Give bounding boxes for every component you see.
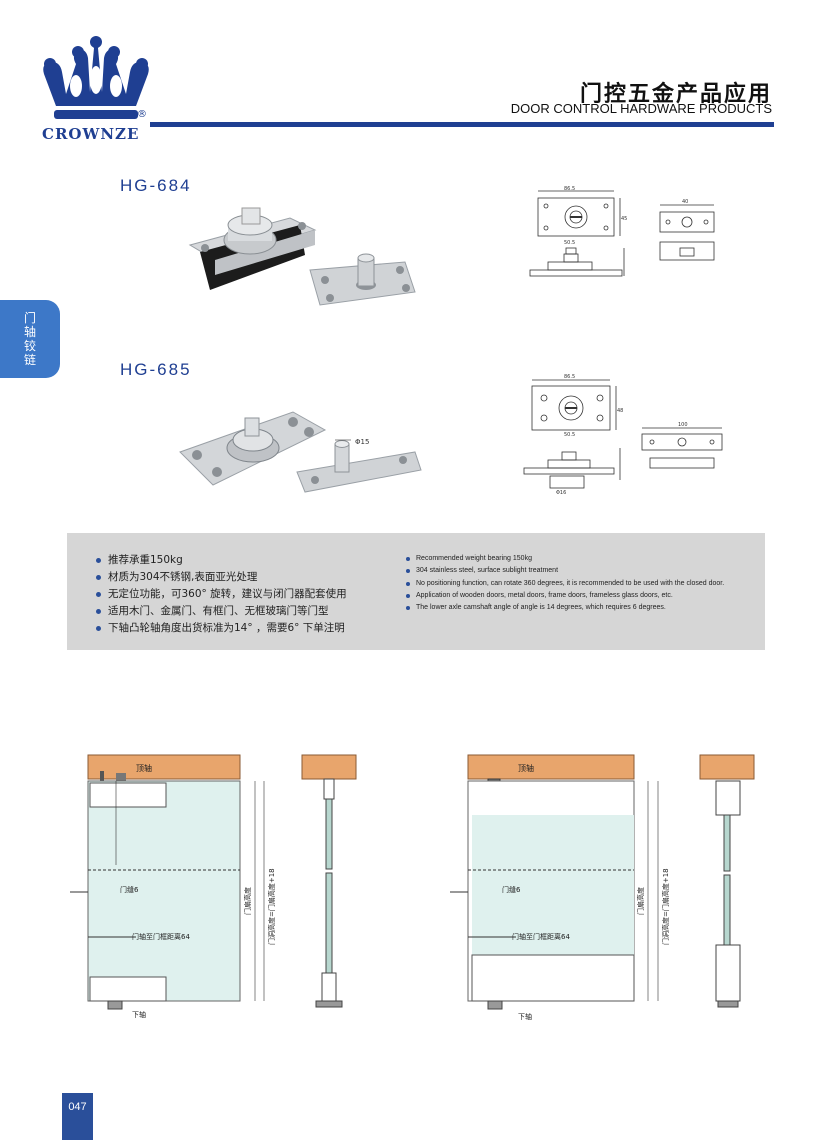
- page-title-en: DOOR CONTROL HARDWARE PRODUCTS: [510, 101, 772, 116]
- brand-name: CROWNZE: [42, 125, 140, 143]
- model-label-hg684: HG-684: [120, 176, 192, 195]
- dim-hg685-base: Φ16: [556, 490, 566, 496]
- label-door-gap-right: 门缝6: [502, 885, 521, 894]
- label-bottom-axis-right: 下轴: [518, 1012, 532, 1021]
- dim-hg685-pin: Φ15: [355, 438, 369, 446]
- dim-hg684-side: 45: [621, 216, 627, 222]
- spec-en-item: Recommended weight bearing 150kg: [404, 553, 724, 565]
- category-tab[interactable]: 门轴铰链: [0, 300, 60, 378]
- spec-cn-item: 材质为304不锈钢,表面亚光处理: [94, 569, 347, 586]
- spec-en-item: Application of wooden doors, metal doors…: [404, 590, 724, 602]
- spec-list-en: Recommended weight bearing 150kg 304 sta…: [404, 553, 724, 614]
- label-bottom-axis-left: 下轴: [132, 1010, 146, 1019]
- product-photo-hg685: Φ15: [175, 400, 435, 499]
- product-photo-hg684: [180, 200, 420, 329]
- spec-list-cn: 推荐承重150kg 材质为304不锈钢,表面亚光处理 无定位功能，可360° 旋…: [94, 552, 347, 637]
- label-opening-height-right: 门洞高度=门扇高度+18: [661, 868, 670, 945]
- spec-en-item: No positioning function, can rotate 360 …: [404, 578, 724, 590]
- header-divider: [150, 122, 774, 127]
- crown-logo: [36, 34, 156, 144]
- spec-cn-item: 下轴凸轮轴角度出货标准为14° ，需要6° 下单注明: [94, 620, 347, 637]
- spec-en-item: The lower axle camshaft angle of angle i…: [404, 602, 724, 614]
- label-axis-distance-left: 门轴至门框距离64: [132, 932, 190, 941]
- dim-hg685-side: 48: [617, 408, 623, 414]
- dim-hg685-width: 86.5: [564, 374, 575, 380]
- label-opening-height-left: 门洞高度=门扇高度+18: [267, 868, 276, 945]
- model-label-hg685: HG-685: [120, 360, 192, 379]
- category-tab-label: 门轴铰链: [23, 311, 36, 367]
- dim-hg685-inner: 50.5: [564, 432, 575, 438]
- dim-hg684-inner: 50.5: [564, 240, 575, 246]
- dim-hg685-right: 100: [678, 422, 688, 428]
- label-top-axis-left: 顶轴: [136, 763, 152, 773]
- technical-drawing-hg685: 86.5 50.5 48 100 Φ16: [520, 372, 740, 501]
- label-door-gap-left: 门缝6: [120, 885, 139, 894]
- installation-diagram-left: 顶轴 门缝6 门轴至门框距离64 下轴 门扇高度 门洞高度=门扇高度+18: [60, 745, 380, 1034]
- registered-mark: ®: [137, 109, 147, 120]
- spec-cn-item: 适用木门、金属门、有框门、无框玻璃门等门型: [94, 603, 347, 620]
- label-top-axis-right: 顶轴: [518, 763, 534, 773]
- spec-en-item: 304 stainless steel, surface sublight tr…: [404, 565, 724, 577]
- dim-hg684-right: 40: [682, 199, 688, 205]
- label-door-height-left: 门扇高度: [243, 887, 252, 915]
- dim-hg684-width: 86.5: [564, 186, 575, 192]
- spec-cn-item: 推荐承重150kg: [94, 552, 347, 569]
- label-axis-distance-right: 门轴至门框距离64: [512, 932, 570, 941]
- technical-drawing-hg684: 86.5 50.5 45 40: [520, 186, 730, 300]
- label-door-height-right: 门扇高度: [636, 887, 645, 915]
- spec-cn-item: 无定位功能，可360° 旋转，建议与闭门器配套使用: [94, 586, 347, 603]
- installation-diagram-right: 顶轴 门缝6 门轴至门框距离64 下轴 门扇高度 门洞高度=门扇高度+18: [440, 745, 770, 1034]
- spec-panel: [67, 533, 765, 650]
- page-title-cn: 门控五金产品应用: [579, 81, 772, 107]
- page-number: 047: [62, 1093, 93, 1140]
